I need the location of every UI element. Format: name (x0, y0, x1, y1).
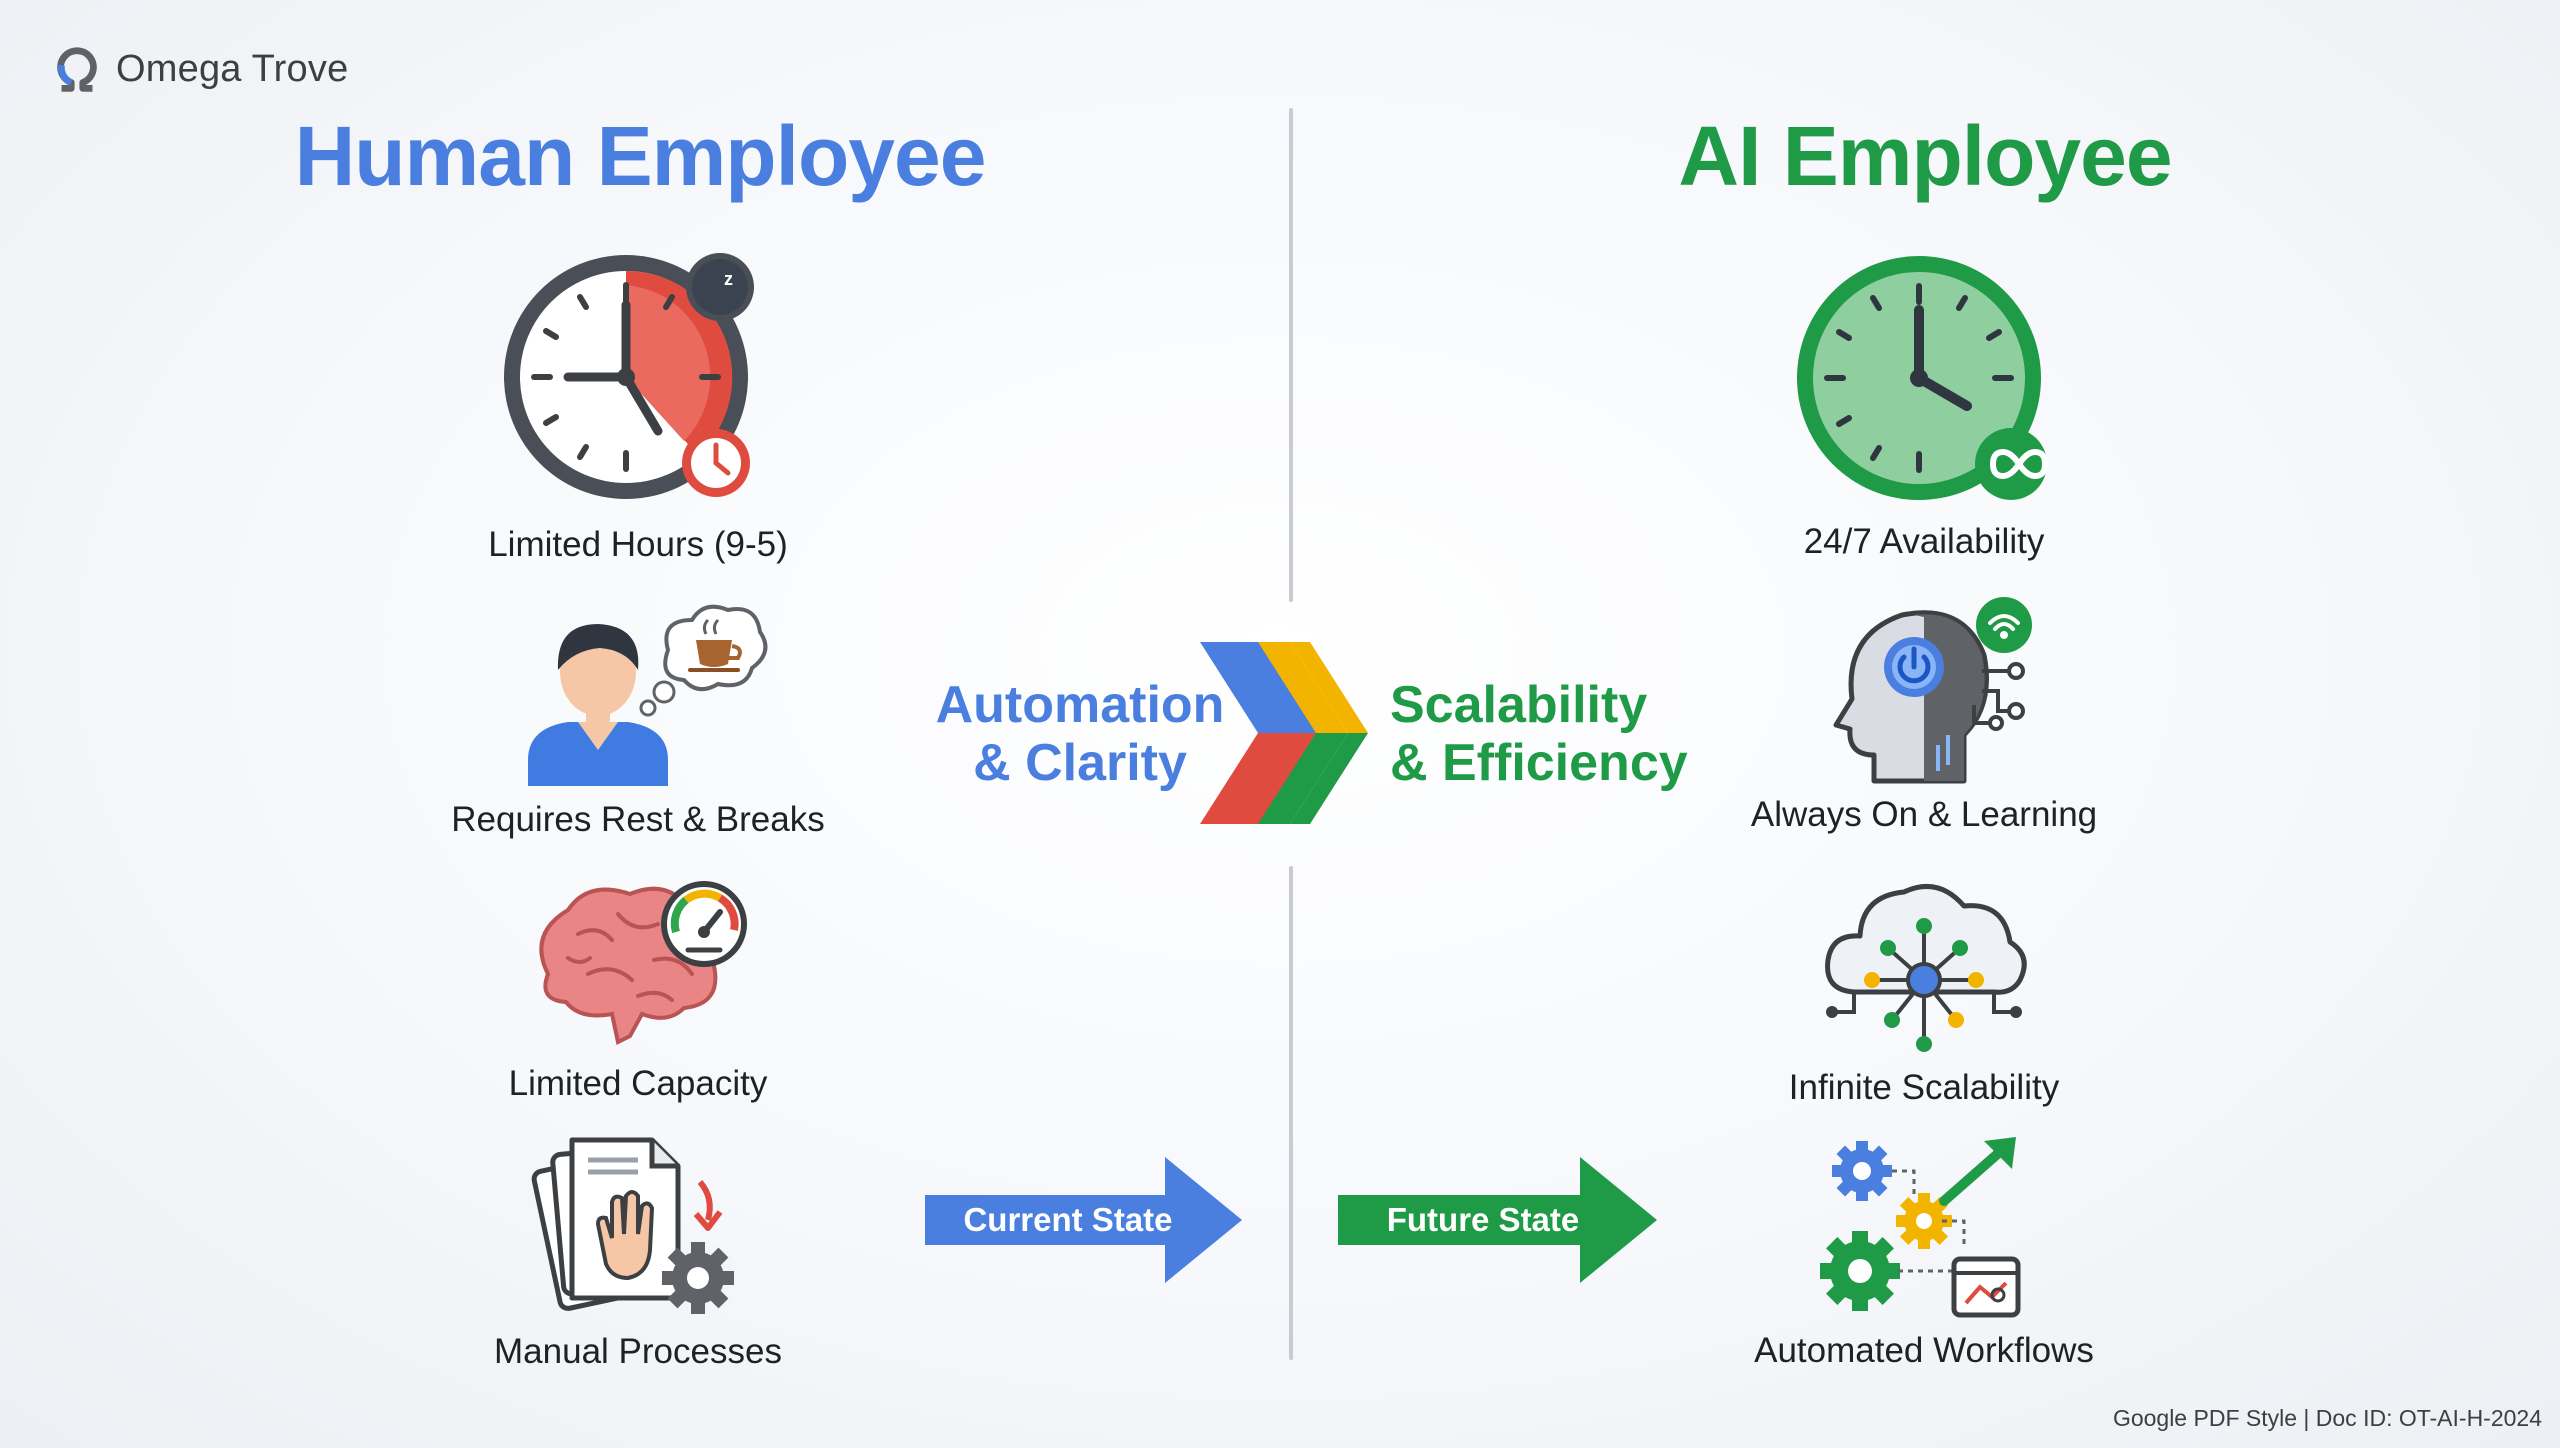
footer-doc-id: Google PDF Style | Doc ID: OT-AI-H-2024 (2112, 1405, 2542, 1431)
brand: Omega Trove (48, 40, 348, 98)
ai-employee-title: AI Employee (1678, 109, 2172, 203)
right-item-automated-workflows: Automated Workflows (1644, 1135, 2204, 1371)
clock-infinity-icon (1797, 256, 2049, 500)
arrow-right-icon (925, 1157, 1242, 1283)
person-coffee-icon (528, 604, 768, 786)
label-always-on: Always On & Learning (1750, 795, 2098, 834)
label-availability: 24/7 Availability (1803, 522, 2045, 561)
svg-text:z: z (724, 269, 733, 289)
cloud-network-icon (1825, 883, 2027, 1052)
gears-growth-icon (1820, 1137, 2021, 1318)
label-limited-capacity: Limited Capacity (508, 1064, 768, 1103)
clock-sleep-icon: z (504, 253, 754, 499)
brain-gauge-icon (539, 881, 747, 1045)
automation-clarity-text: Automation & Clarity (880, 676, 1280, 792)
scalability-line: Scalability (1390, 676, 1648, 734)
label-manual-processes: Manual Processes (494, 1332, 782, 1371)
right-item-availability: 24/7 Availability (1644, 250, 2204, 562)
brand-name: Omega Trove (116, 47, 349, 90)
label-rest-breaks: Requires Rest & Breaks (451, 800, 825, 839)
arrow-right-icon (1338, 1157, 1657, 1283)
left-item-limited-hours: z Limited Hours (9-5) (358, 245, 918, 565)
automation-line: Automation (935, 676, 1225, 734)
left-item-manual-processes: Manual Processes (358, 1132, 918, 1372)
left-item-rest-breaks: Requires Rest & Breaks (358, 600, 918, 840)
future-state-arrow: Future State (1335, 1155, 1665, 1285)
right-item-scalability: Infinite Scalability (1644, 872, 2204, 1108)
label-limited-hours: Limited Hours (9-5) (488, 525, 788, 564)
center-divider-bottom (1289, 866, 1293, 1360)
scalability-efficiency-text: Scalability & Efficiency (1390, 676, 1810, 792)
omega-icon (57, 47, 97, 92)
manual-document-icon (531, 1137, 734, 1314)
clarity-line: & Clarity (973, 734, 1187, 792)
center-divider-top (1289, 108, 1293, 602)
chevron-icon (1200, 642, 1368, 824)
left-item-limited-capacity: Limited Capacity (358, 874, 918, 1104)
future-state-label: Future State (1386, 1201, 1580, 1238)
right-item-always-on: Always On & Learning (1644, 595, 2204, 835)
ai-head-icon (1833, 597, 2032, 784)
current-state-arrow: Current State (920, 1155, 1250, 1285)
label-scalability: Infinite Scalability (1788, 1068, 2060, 1107)
label-automated-workflows: Automated Workflows (1754, 1331, 2094, 1370)
human-employee-title: Human Employee (294, 109, 987, 203)
efficiency-line: & Efficiency (1390, 734, 1688, 792)
current-state-label: Current State (963, 1201, 1173, 1238)
